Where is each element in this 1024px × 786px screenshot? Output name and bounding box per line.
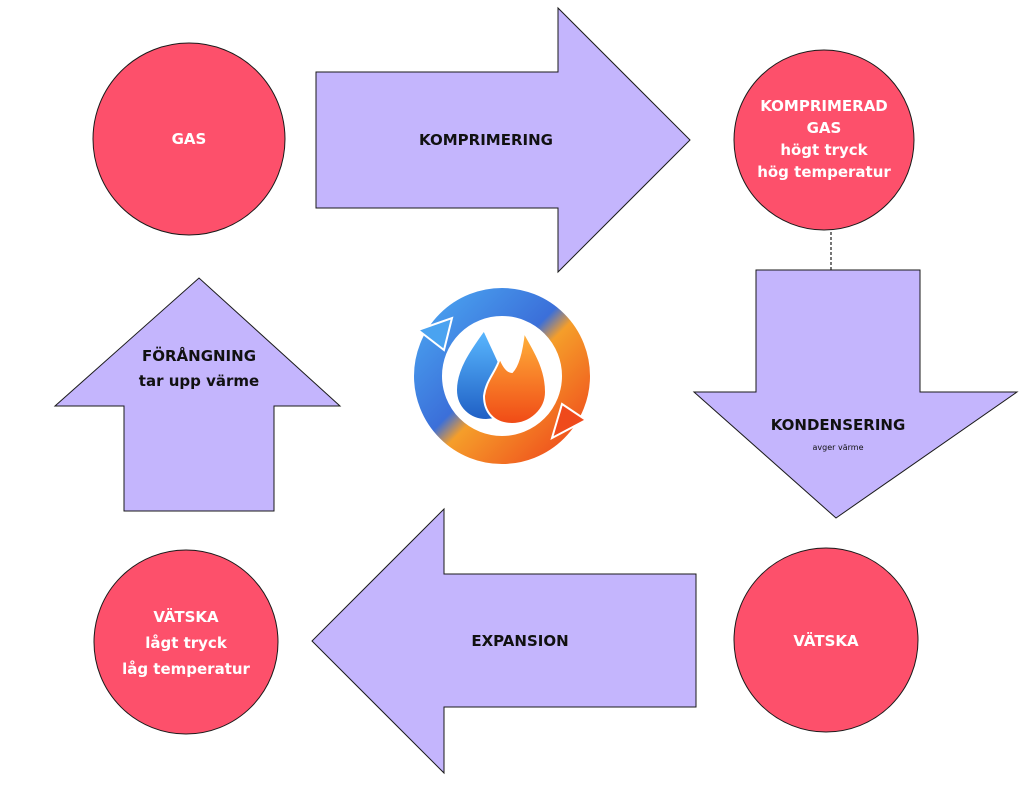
- node-gas-label: GAS: [172, 130, 207, 148]
- node-gas: GAS: [92, 42, 286, 236]
- node-compressed-gas-line3: högt tryck: [780, 141, 868, 159]
- arrow-evaporation-label: FÖRÅNGNING: [142, 346, 256, 365]
- arrow-evaporation: FÖRÅNGNING tar upp värme: [53, 277, 342, 512]
- node-liquid-left: VÄTSKA lågt tryck låg temperatur: [93, 549, 279, 735]
- arrow-condensation-sublabel: avger värme: [813, 443, 864, 452]
- arrow-condensation-label: KONDENSERING: [771, 416, 906, 434]
- node-liquid-right: VÄTSKA: [733, 547, 919, 733]
- node-compressed-gas-line1: KOMPRIMERAD: [760, 97, 888, 115]
- heat-pump-cycle-logo: [414, 288, 590, 464]
- arrow-expansion: EXPANSION: [311, 507, 697, 775]
- arrow-compression-label: KOMPRIMERING: [419, 131, 553, 149]
- arrow-compression: KOMPRIMERING: [315, 6, 691, 274]
- arrow-condensation: KONDENSERING avger värme: [692, 269, 1019, 519]
- node-compressed-gas-line2: GAS: [807, 119, 842, 137]
- node-liquid-left-line3: låg temperatur: [122, 660, 250, 678]
- arrow-expansion-label: EXPANSION: [471, 632, 568, 650]
- node-compressed-gas: KOMPRIMERAD GAS högt tryck hög temperatu…: [733, 49, 915, 231]
- node-liquid-right-label: VÄTSKA: [793, 631, 859, 650]
- node-liquid-left-line1: VÄTSKA: [153, 607, 219, 626]
- arrow-evaporation-sublabel: tar upp värme: [139, 372, 259, 390]
- node-liquid-left-line2: lågt tryck: [145, 634, 228, 652]
- node-compressed-gas-line4: hög temperatur: [757, 163, 891, 181]
